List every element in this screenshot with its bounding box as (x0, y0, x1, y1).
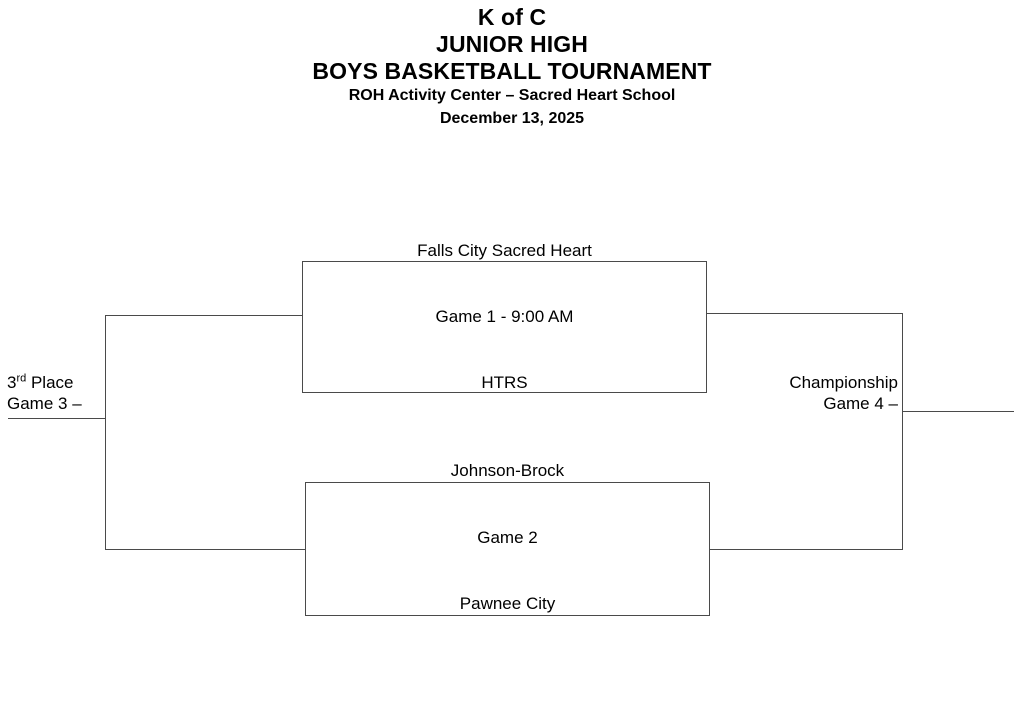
championship-line-1: Championship (789, 373, 898, 392)
third-place-ordinal-suffix: rd (16, 372, 27, 385)
third-place-ordinal-number: 3 (7, 373, 17, 392)
game2-seed-bottom-label: Pawnee City (459, 594, 556, 613)
championship-output-line (902, 411, 1014, 412)
left-bracket-bottom-arm (105, 549, 306, 550)
tournament-header: K of C JUNIOR HIGH BOYS BASKETBALL TOURN… (0, 0, 1024, 131)
title-line-event: BOYS BASKETBALL TOURNAMENT (312, 58, 712, 85)
game2-title-label: Game 2 (477, 528, 538, 547)
championship-label: Championship Game 4 – (760, 373, 898, 414)
left-bracket-top-arm (105, 315, 303, 316)
right-bracket-spine (902, 313, 903, 549)
game1-title-label: Game 1 - 9:00 AM (435, 307, 574, 326)
left-bracket-feed-line (8, 418, 106, 419)
game1-box[interactable] (302, 261, 707, 393)
championship-line-2: Game 4 – (823, 393, 898, 413)
game2-box[interactable] (305, 482, 710, 616)
third-place-line-2: Game 3 – (7, 393, 82, 413)
title-venue: ROH Activity Center – Sacred Heart Schoo… (348, 87, 676, 105)
left-bracket-spine (105, 315, 106, 550)
title-line-division: JUNIOR HIGH (436, 31, 588, 58)
third-place-word: Place (26, 373, 74, 392)
game1-seed-bottom-label: HTRS (481, 373, 528, 392)
third-place-label: 3rd Place Game 3 – (7, 373, 82, 414)
right-bracket-bottom-arm (710, 549, 903, 550)
title-line-organization: K of C (477, 4, 547, 30)
game2-seed-top-label: Johnson-Brock (450, 461, 565, 480)
third-place-line-1: 3rd Place (7, 373, 82, 394)
right-bracket-top-arm (707, 313, 903, 314)
title-date: December 13, 2025 (439, 110, 585, 128)
game1-seed-top-label: Falls City Sacred Heart (417, 241, 592, 260)
